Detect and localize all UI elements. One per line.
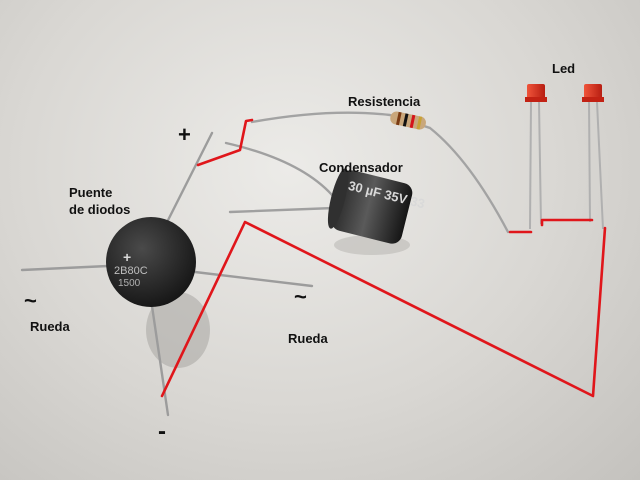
capacitor-label: Condensador <box>319 160 403 175</box>
positive-symbol: + <box>178 122 191 147</box>
bridge-label-line1: Puente <box>69 185 113 200</box>
bridge-code-mark: 2B80C <box>114 265 148 277</box>
resistor-label: Resistencia <box>348 94 421 109</box>
led-right <box>582 84 604 230</box>
led-left <box>525 84 547 230</box>
bridge-code2-mark: 1500 <box>118 278 141 289</box>
diode-bridge: + 2B80C 1500 <box>106 217 196 307</box>
wheel-left-label: Rueda <box>30 319 70 334</box>
bridge-shadow <box>146 292 210 368</box>
capacitor-leads <box>224 141 336 214</box>
capacitor: 30 µF 35V 33 <box>327 168 426 244</box>
red-wires <box>160 118 607 398</box>
bridge-label-line2: de diodos <box>69 202 131 217</box>
negative-symbol: - <box>158 418 166 445</box>
led-label: Led <box>552 61 576 76</box>
resistor <box>390 111 426 130</box>
wheel-right-label: Rueda <box>288 331 328 346</box>
ac-symbol-left: ~ <box>24 288 37 313</box>
ac-symbol-right: ~ <box>294 284 307 309</box>
bridge-plus-mark: + <box>123 249 131 265</box>
